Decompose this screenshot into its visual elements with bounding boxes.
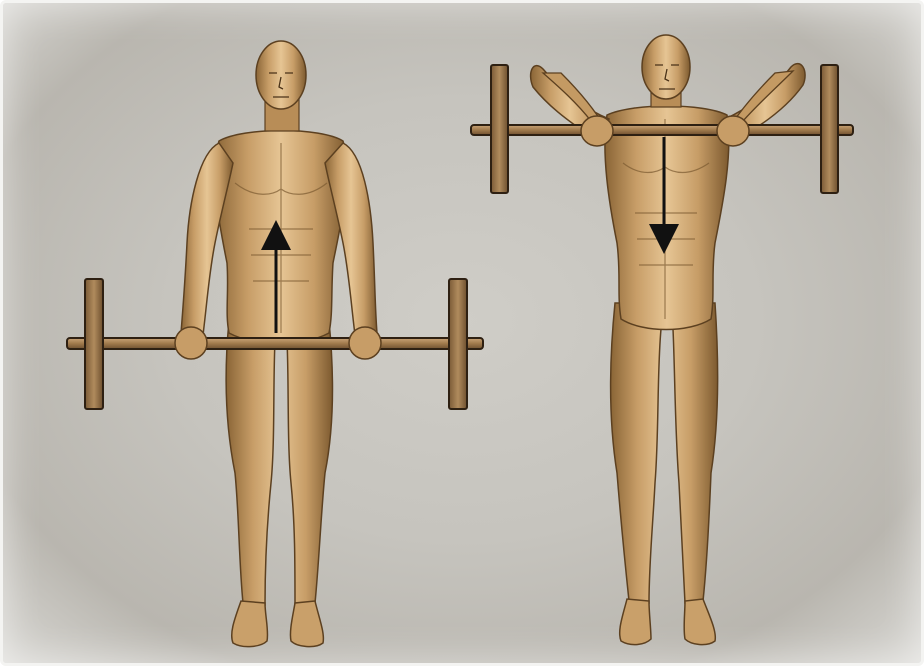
end-position-figure — [471, 35, 853, 645]
left-figure-left-foot — [232, 601, 268, 647]
left-figure-right-hand — [349, 327, 381, 359]
right-barbell-right-plate — [821, 65, 838, 193]
right-barbell-bar — [471, 125, 853, 135]
right-figure-left-foot — [620, 599, 651, 645]
right-figure-torso — [605, 106, 729, 330]
right-figure-right-hand — [717, 116, 749, 146]
left-figure-head — [256, 41, 306, 109]
right-figure-legs — [611, 303, 718, 603]
left-barbell-right-plate — [449, 279, 467, 409]
upright-row-illustration — [3, 3, 924, 666]
left-barbell-left-plate — [85, 279, 103, 409]
left-figure-left-hand — [175, 327, 207, 359]
right-figure-right-foot — [684, 599, 715, 645]
right-figure-left-hand — [581, 116, 613, 146]
left-figure-legs — [226, 321, 332, 605]
start-position-figure — [67, 41, 483, 647]
left-figure-right-foot — [290, 601, 323, 647]
right-barbell-left-plate — [491, 65, 508, 193]
left-barbell-bar — [67, 338, 483, 349]
